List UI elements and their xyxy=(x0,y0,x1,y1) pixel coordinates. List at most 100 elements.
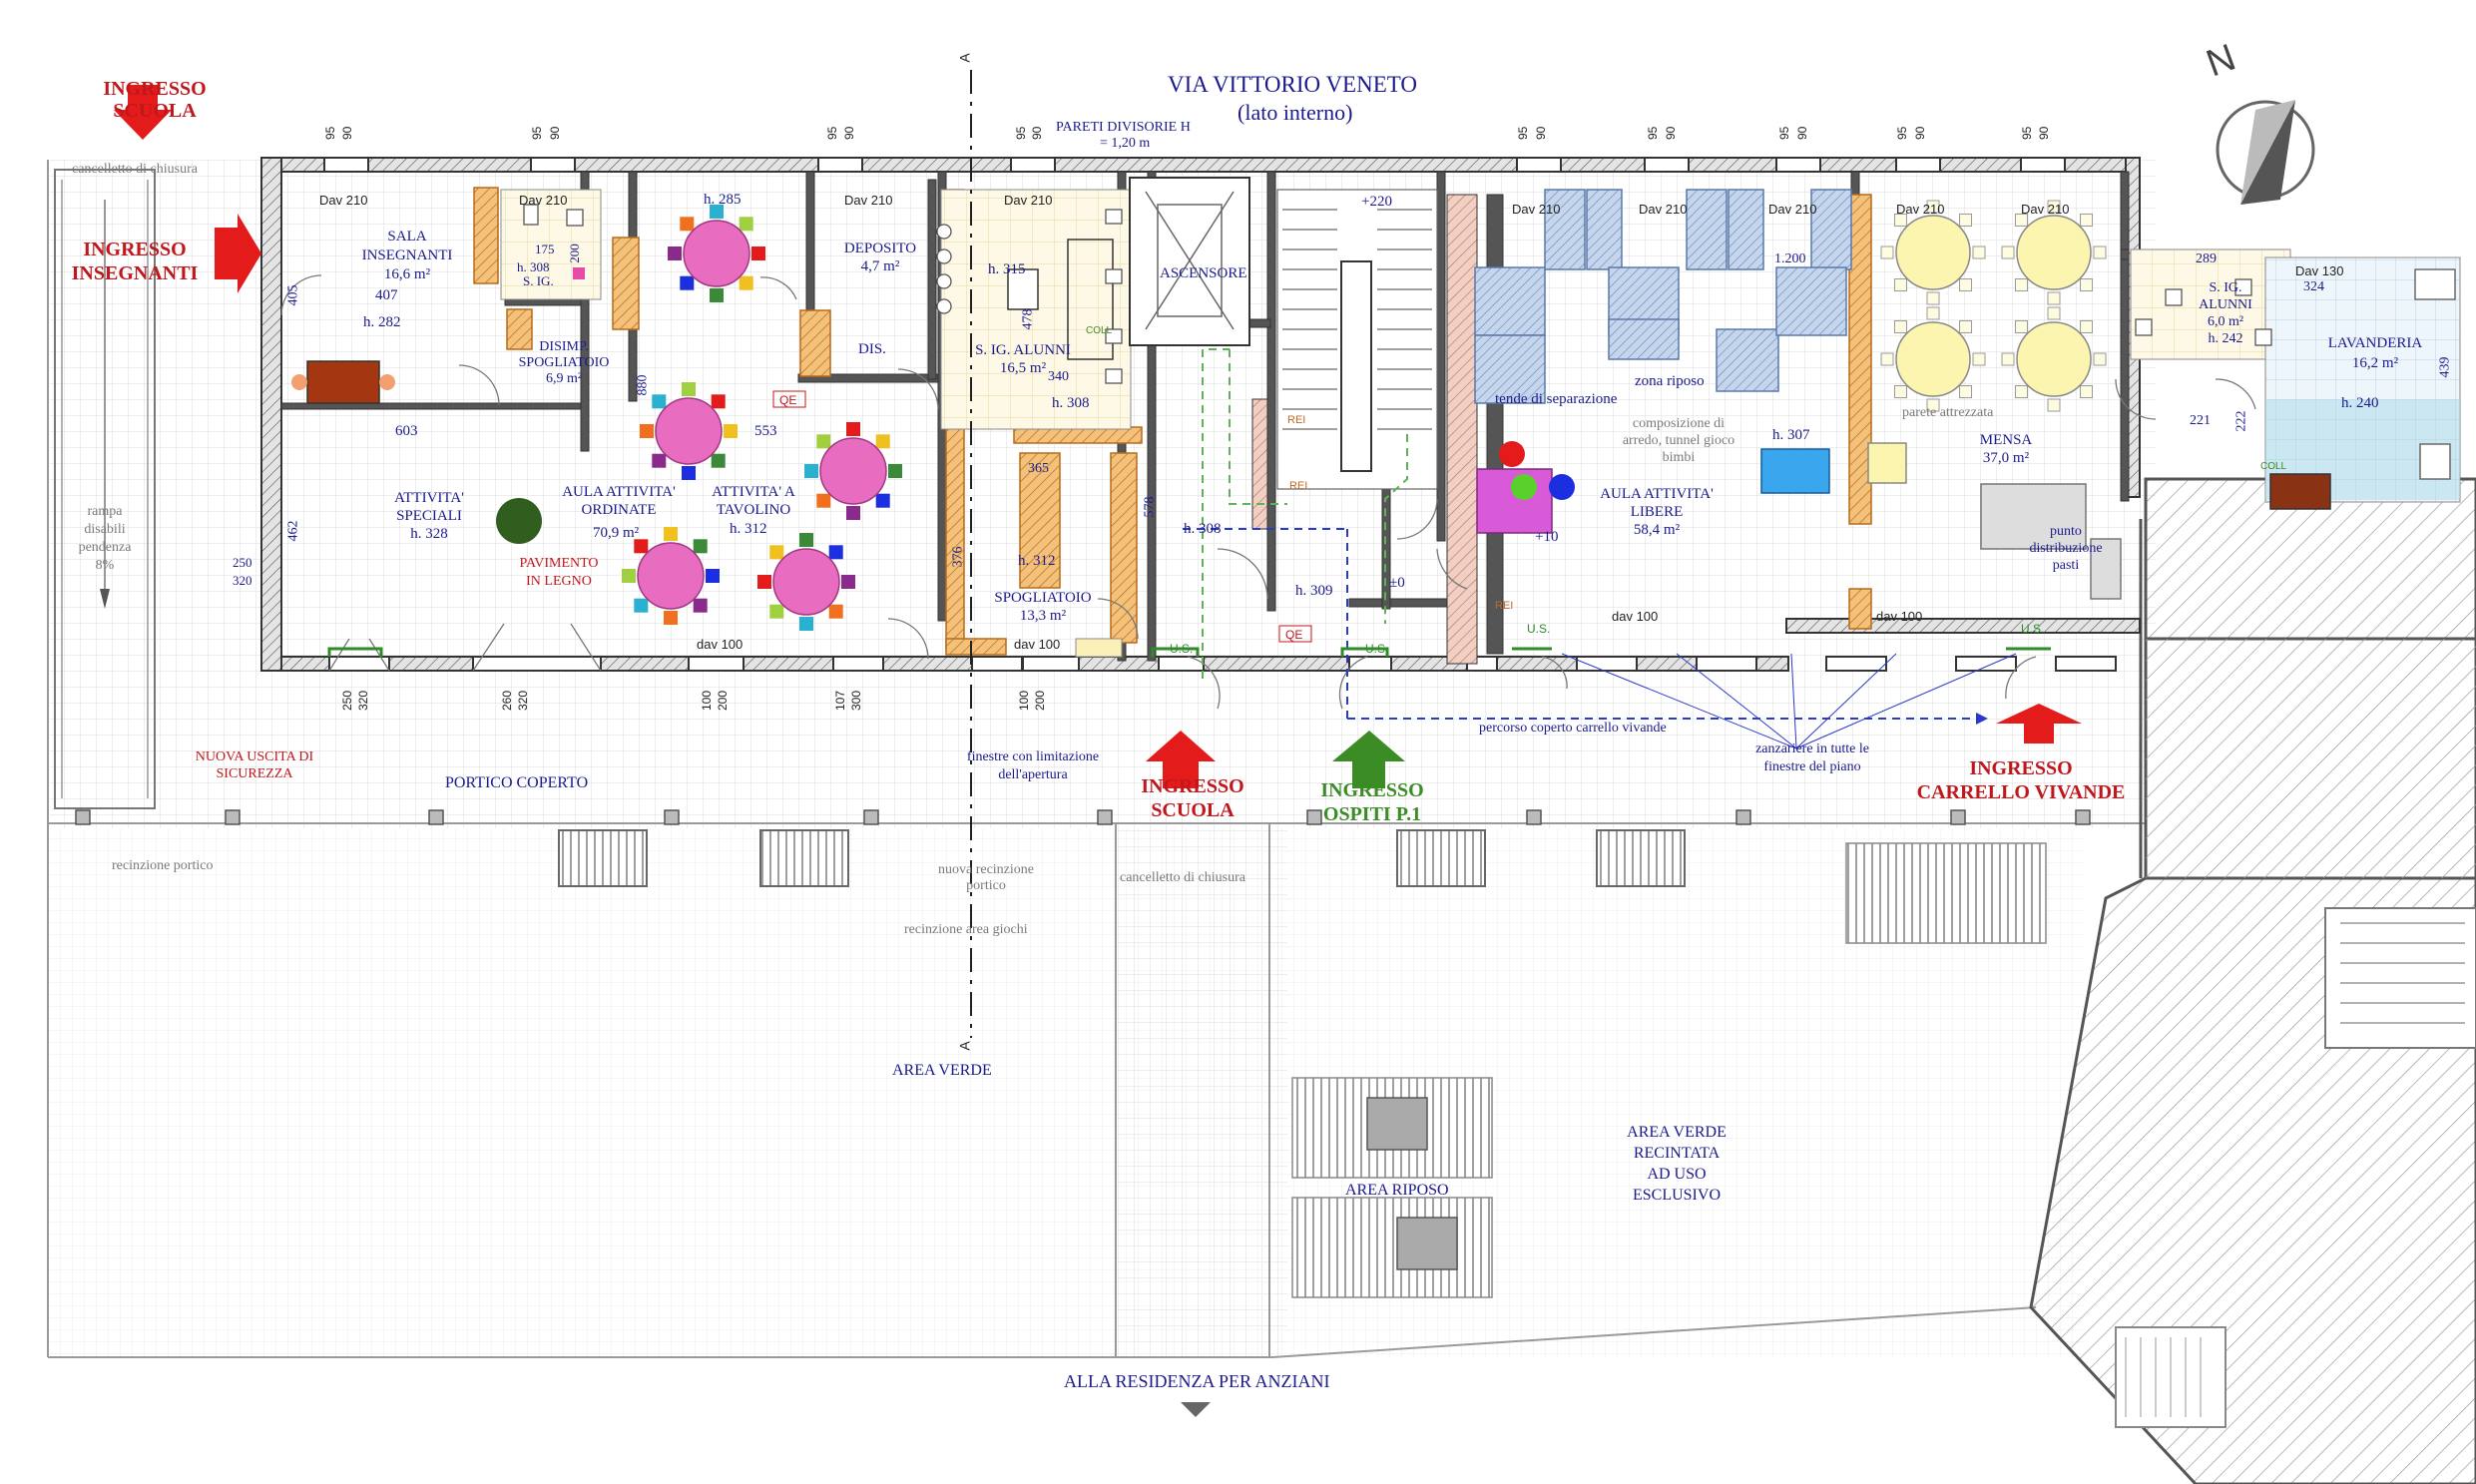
chair xyxy=(841,575,855,589)
playground-fence-note: recinzione area giochi xyxy=(904,922,1028,937)
chair xyxy=(769,604,784,619)
chair xyxy=(739,217,753,232)
section-mark-top: A xyxy=(956,53,973,63)
chair xyxy=(2001,246,2015,259)
chair xyxy=(1926,291,1940,305)
dim-324: 324 xyxy=(2303,279,2324,294)
rei-tag: REI xyxy=(1495,600,1513,612)
chair xyxy=(711,453,726,468)
chair xyxy=(816,493,831,508)
top-window-recesses xyxy=(323,157,2066,173)
tick-label: 95 xyxy=(1777,126,1791,140)
door-tag: Dav 210 xyxy=(1512,202,1560,217)
dim-289: 289 xyxy=(2196,251,2217,266)
tick-label: 90 xyxy=(1664,126,1678,140)
existing-building xyxy=(2029,477,2476,1484)
tick-label: 320 xyxy=(516,691,530,711)
height-lavanderia: h. 240 xyxy=(2341,395,2379,411)
chair xyxy=(706,569,720,583)
height-sig-alunni: h. 308 xyxy=(1052,395,1090,411)
chair xyxy=(668,247,682,260)
blue-mat xyxy=(1760,448,1830,494)
level-10: +10 xyxy=(1535,529,1559,545)
door-tag: Dav 210 xyxy=(319,193,367,208)
qe-tag: QE xyxy=(1285,628,1302,642)
round-table xyxy=(2016,215,2092,290)
bottom-window-recesses xyxy=(328,656,2117,672)
activity-tables xyxy=(622,205,902,631)
activity-table xyxy=(640,382,738,480)
chair xyxy=(1880,352,1894,366)
canteen-table xyxy=(1880,306,1986,412)
coll-tag: COLL xyxy=(1086,325,1113,336)
tick-label: 95 xyxy=(530,126,544,140)
chair xyxy=(682,466,696,480)
portico-pillars xyxy=(75,809,2091,825)
room-dis: DIS. xyxy=(858,341,886,357)
green-area-label: AREA VERDE xyxy=(892,1062,992,1079)
chair xyxy=(804,464,818,478)
entrance-arrows xyxy=(114,85,2082,1417)
portico-label: PORTICO COPERTO xyxy=(445,774,589,791)
canteen-table xyxy=(2001,200,2107,305)
chair xyxy=(664,611,678,625)
chair xyxy=(1880,246,1894,259)
chair xyxy=(757,575,771,589)
chair xyxy=(751,247,765,260)
tick-label: 200 xyxy=(716,691,730,711)
tick-label: 95 xyxy=(1516,126,1530,140)
cart-route-note: percorso coperto carrello vivande xyxy=(1479,721,1667,736)
height-308: h. 308 xyxy=(1184,521,1222,537)
chair xyxy=(640,424,654,438)
chair xyxy=(1959,213,1973,227)
tick-label: 95 xyxy=(2020,126,2034,140)
area-ordinate: 70,9 m² xyxy=(593,525,640,541)
chair xyxy=(739,275,753,290)
street-title: VIA VITTORIO VENETO xyxy=(1168,72,1418,97)
chair xyxy=(2093,352,2107,366)
equipped-wall-note: parete attrezzata xyxy=(1902,405,1994,420)
chair xyxy=(828,604,843,619)
garden-furniture xyxy=(558,829,2047,1298)
dim-553: 553 xyxy=(754,423,777,439)
to-elderly-residence: ALLA RESIDENZA PER ANZIANI xyxy=(1064,1371,1330,1391)
dim-365: 365 xyxy=(1028,461,1049,476)
tick-label: 90 xyxy=(842,126,856,140)
activity-table xyxy=(804,422,902,520)
door-tag: Dav 210 xyxy=(1896,202,1944,217)
level-220: +220 xyxy=(1361,194,1392,210)
rei-tag: REI xyxy=(1289,480,1307,492)
chair xyxy=(724,424,738,438)
door-tag: dav 100 xyxy=(697,637,743,652)
chair xyxy=(828,545,843,560)
chair xyxy=(1893,385,1907,399)
dim-200-v: 200 xyxy=(566,244,582,263)
chair xyxy=(2047,306,2061,320)
chair xyxy=(1926,200,1940,214)
chair xyxy=(2014,278,2028,292)
height-309: h. 309 xyxy=(1295,583,1333,599)
round-table xyxy=(1895,215,1971,290)
tick-label: 107 xyxy=(833,691,847,711)
chair xyxy=(2093,246,2107,259)
door-tag: dav 100 xyxy=(1014,637,1060,652)
canteen-table xyxy=(1880,200,1986,305)
round-table xyxy=(819,437,887,505)
tick-label: 90 xyxy=(2037,126,2051,140)
curtain-note: tende di separazione xyxy=(1495,391,1618,407)
tick-label: 95 xyxy=(1014,126,1028,140)
us-tag: U.S. xyxy=(1170,642,1193,656)
room-sig-small: S. IG. xyxy=(523,273,554,288)
chair xyxy=(711,394,726,409)
